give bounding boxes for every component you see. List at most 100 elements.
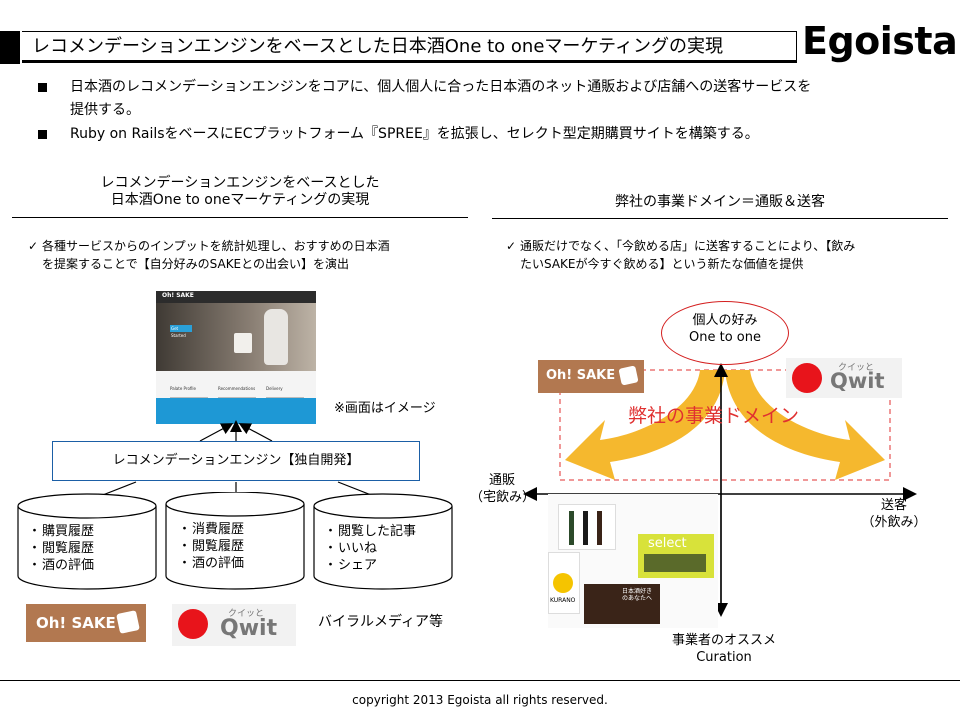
bottle-icon bbox=[583, 511, 588, 545]
bullet-continuation: 提供する。 bbox=[70, 102, 140, 118]
ohsake-logo: Oh! SAKE bbox=[538, 360, 644, 393]
preference-bubble bbox=[661, 301, 789, 365]
right-check-line: 通販だけでなく、「今飲める店」に送客することにより、【飲み bbox=[520, 239, 856, 253]
square-bullet-icon bbox=[38, 130, 47, 139]
site-feature-column: Delivery bbox=[266, 375, 304, 404]
right-check-note: ✓ 通販だけでなく、「今飲める店」に送客することにより、【飲み たいSAKEが今… bbox=[506, 237, 856, 273]
database-item: ・閲覧履歴 bbox=[28, 541, 95, 556]
bullet-item: Ruby on RailsをベースにECプラットフォーム『SPREE』を拡張し、… bbox=[38, 123, 759, 146]
bottle-site-thumbnail bbox=[558, 504, 616, 550]
database-cylinder bbox=[17, 506, 157, 590]
site-screenshot-image: Oh! SAKE Get Started Palate Profile Reco… bbox=[156, 291, 316, 424]
left-title-line: レコメンデーションエンジンをベースとした bbox=[100, 175, 380, 191]
right-curved-arrow bbox=[725, 370, 885, 480]
qwit-kana: クイッと bbox=[228, 609, 265, 619]
site-feature-title: Delivery bbox=[266, 386, 283, 391]
arrow-line bbox=[199, 423, 234, 442]
site-feature-column: Recommendations bbox=[218, 375, 256, 404]
book-label: 日本酒好きのあなたへ bbox=[622, 588, 653, 602]
axis-label-ec: 通販 （宅飲み） bbox=[470, 473, 536, 505]
select-site-thumbnail: select bbox=[638, 534, 714, 578]
database-items: ・消費履歴 ・閲覧履歴 ・酒の評価 bbox=[178, 521, 244, 572]
ohsake-mark-icon bbox=[116, 610, 140, 634]
site-cta-button: Get Started bbox=[170, 325, 192, 338]
bullet-text: 日本酒のレコメンデーションエンジンをコアに、個人個人に合った日本酒のネット通販お… bbox=[70, 79, 812, 95]
left-check-line: を提案することで【自分好みのSAKEとの出会い】を演出 bbox=[42, 257, 350, 271]
database-item: ・閲覧した記事 bbox=[324, 524, 417, 539]
arrow-line bbox=[238, 423, 273, 442]
title-accent-bar bbox=[0, 31, 20, 64]
image-note: ※画面はイメージ bbox=[334, 401, 436, 416]
copyright-text: copyright 2013 Egoista all rights reserv… bbox=[352, 693, 608, 707]
left-section-title: レコメンデーションエンジンをベースとした 日本酒One to oneマーケティン… bbox=[12, 175, 468, 209]
database-items: ・購買履歴 ・閲覧履歴 ・酒の評価 bbox=[28, 523, 94, 574]
recommend-engine-box bbox=[52, 441, 420, 481]
kurano-mark-icon bbox=[553, 573, 573, 593]
curation-sites-collage: select KURANO 日本酒好きのあなたへ bbox=[548, 494, 718, 628]
title-box bbox=[22, 31, 797, 61]
checkmark-icon: ✓ bbox=[28, 239, 39, 253]
site-feature-title: Palate Profile bbox=[170, 386, 196, 391]
left-check-note: ✓ 各種サービスからのインプットを統計処理し、おすすめの日本酒 を提案することで… bbox=[28, 237, 390, 273]
bottle-icon bbox=[569, 511, 574, 545]
title-underline bbox=[22, 61, 797, 63]
right-section-title: 弊社の事業ドメイン＝通販＆送客 bbox=[615, 194, 825, 210]
ohsake-logo-text: Oh! SAKE bbox=[546, 368, 616, 383]
right-check-line: たいSAKEが今すぐ飲める】という新たな価値を提供 bbox=[520, 257, 804, 271]
preference-label-line: 個人の好み bbox=[692, 313, 758, 328]
site-brand: Oh! SAKE bbox=[162, 292, 194, 299]
business-domain-label: 弊社の事業ドメイン bbox=[628, 405, 800, 427]
qwit-kana: クイッと bbox=[838, 363, 875, 373]
database-cylinder bbox=[165, 504, 305, 590]
preference-label: 個人の好み One to one bbox=[661, 312, 789, 346]
kurano-site-thumbnail: KURANO bbox=[548, 552, 580, 614]
select-label: select bbox=[648, 536, 687, 551]
database-item: ・閲覧履歴 bbox=[178, 539, 245, 554]
site-feature-title: Recommendations bbox=[218, 386, 256, 391]
preference-label-line: One to one bbox=[689, 330, 761, 345]
viral-media-label: バイラルメディア等 bbox=[318, 614, 444, 630]
qwit-logo-text: Qwit bbox=[220, 616, 278, 641]
database-items: ・閲覧した記事 ・いいね ・シェア bbox=[324, 523, 416, 574]
sake-bottle-illustration bbox=[264, 309, 288, 365]
right-section-rule bbox=[492, 218, 948, 219]
database-item: ・酒の評価 bbox=[28, 558, 95, 573]
axis-label-curation: 事業者のオススメ Curation bbox=[671, 633, 776, 665]
page-title: レコメンデーションエンジンをベースとした日本酒One to oneマーケティング… bbox=[32, 36, 723, 57]
database-top bbox=[17, 493, 157, 519]
database-top bbox=[165, 492, 305, 517]
site-nav-bar: Oh! SAKE bbox=[156, 291, 316, 303]
sake-cup-illustration bbox=[234, 333, 252, 353]
footer-rule bbox=[0, 680, 960, 681]
checkmark-icon: ✓ bbox=[506, 239, 517, 253]
qwit-red-circle-icon bbox=[792, 363, 822, 393]
site-feature-column: Palate Profile bbox=[170, 375, 208, 404]
bullet-text: Ruby on RailsをベースにECプラットフォーム『SPREE』を拡張し、… bbox=[70, 126, 759, 142]
recommend-engine-label: レコメンデーションエンジン【独自開発】 bbox=[112, 453, 360, 468]
square-bullet-icon bbox=[38, 83, 47, 92]
ohsake-logo-text: Oh! SAKE bbox=[36, 614, 116, 632]
site-footer-band bbox=[156, 398, 316, 424]
left-check-line: 各種サービスからのインプットを統計処理し、おすすめの日本酒 bbox=[42, 239, 390, 253]
database-item: ・消費履歴 bbox=[178, 522, 245, 537]
database-item: ・シェア bbox=[324, 558, 378, 573]
site-cta-label: Get Started bbox=[171, 326, 186, 338]
database-item: ・購買履歴 bbox=[28, 524, 95, 539]
qwit-logo: クイッと Qwit bbox=[786, 358, 902, 398]
bullet-item: 日本酒のレコメンデーションエンジンをコアに、個人個人に合った日本酒のネット通販お… bbox=[38, 76, 812, 99]
qwit-red-circle-icon bbox=[178, 609, 208, 639]
egoista-logo: Egoista bbox=[802, 19, 958, 63]
qwit-logo-text: Qwit bbox=[830, 369, 885, 393]
database-top bbox=[313, 493, 453, 519]
book-site-thumbnail: 日本酒好きのあなたへ bbox=[584, 584, 660, 624]
ohsake-logo: Oh! SAKE bbox=[26, 604, 146, 642]
left-title-line: 日本酒One to oneマーケティングの実現 bbox=[110, 192, 370, 208]
database-cylinders bbox=[17, 492, 453, 590]
database-item: ・酒の評価 bbox=[178, 556, 245, 571]
axis-label-referral: 送客 （外飲み） bbox=[861, 498, 927, 530]
select-banner bbox=[644, 554, 706, 572]
ohsake-mark-icon bbox=[618, 365, 639, 386]
left-section-rule bbox=[12, 217, 468, 218]
database-cylinder bbox=[313, 506, 453, 590]
left-curved-arrow bbox=[565, 370, 725, 480]
